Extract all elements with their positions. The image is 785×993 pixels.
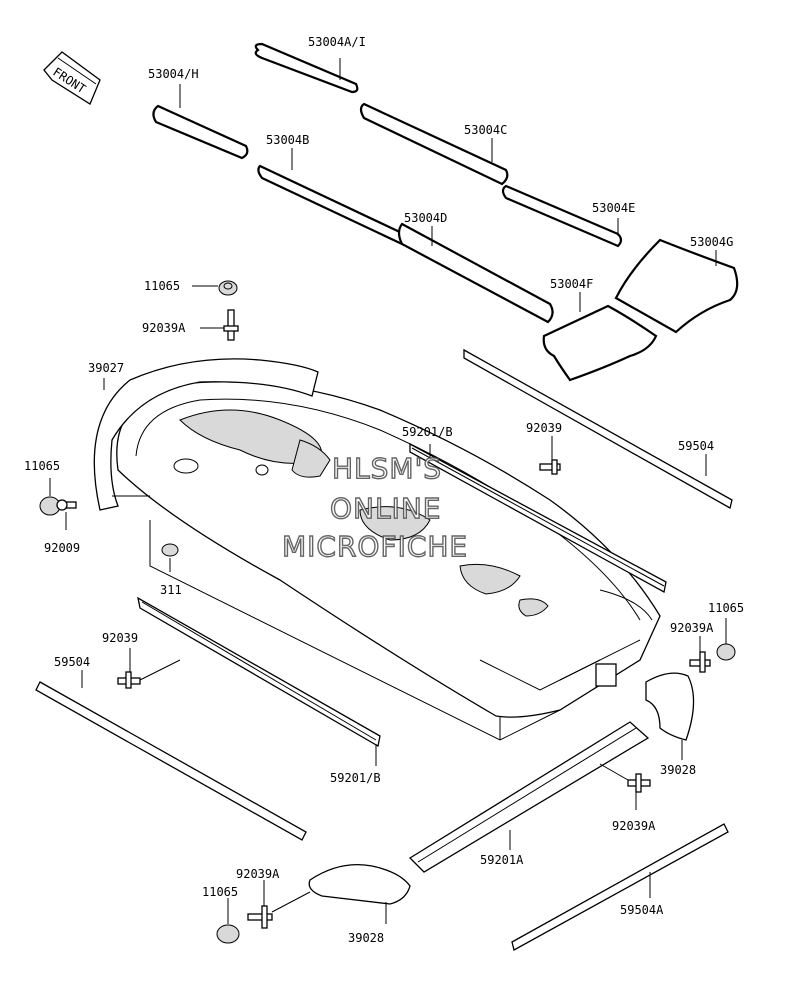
rivet-92039a-mid bbox=[599, 763, 651, 810]
label-39028-right: 39028 bbox=[660, 763, 696, 777]
label-59504a: 59504A bbox=[620, 903, 664, 917]
screw-92009 bbox=[56, 499, 77, 530]
label-59504-right: 59504 bbox=[678, 439, 714, 453]
watermark-line-3: MICROFICHE bbox=[282, 530, 468, 563]
rivet-92039a-top bbox=[200, 309, 239, 341]
label-59201b-bottom: 59201/B bbox=[330, 771, 381, 785]
label-53004e: 53004E bbox=[592, 201, 635, 215]
rivet-92039a-right bbox=[689, 636, 711, 673]
mat-53004e bbox=[501, 184, 623, 248]
watermark-line-2: ONLINE bbox=[330, 492, 441, 525]
label-92039a-top: 92039A bbox=[142, 321, 186, 335]
rivet-92039a-bottom bbox=[247, 880, 311, 929]
label-53004f: 53004F bbox=[550, 277, 593, 291]
label-59201a: 59201A bbox=[480, 853, 524, 867]
label-53004b: 53004B bbox=[266, 133, 309, 147]
label-53004h: 53004/H bbox=[148, 67, 199, 81]
label-39027: 39027 bbox=[88, 361, 124, 375]
cap-11065-bottom bbox=[216, 898, 240, 944]
label-11065-top: 11065 bbox=[144, 279, 180, 293]
hull-body bbox=[116, 381, 661, 741]
nut-311 bbox=[161, 543, 179, 572]
label-53004d: 53004D bbox=[404, 211, 447, 225]
label-92009: 92009 bbox=[44, 541, 80, 555]
mat-53004ai bbox=[254, 42, 359, 94]
label-39028-bottom: 39028 bbox=[348, 931, 384, 945]
rail-59201b-right bbox=[409, 442, 667, 593]
front-arrow-icon: FRONT bbox=[43, 51, 101, 105]
mat-53004c bbox=[359, 102, 509, 186]
rail-59201a bbox=[408, 721, 650, 873]
label-92039a-mid: 92039A bbox=[612, 819, 656, 833]
mat-53004g bbox=[614, 238, 739, 334]
watermark-line-1: HLSM'S bbox=[332, 452, 442, 485]
label-53004ai: 53004A/I bbox=[308, 35, 366, 49]
mat-53004b bbox=[257, 148, 407, 246]
watermark: HLSM'S ONLINE MICROFICHE bbox=[281, 451, 468, 563]
label-92039a-bottom: 92039A bbox=[236, 867, 280, 881]
mat-53004d bbox=[397, 222, 554, 324]
mat-53004h bbox=[152, 84, 249, 160]
label-11065-right: 11065 bbox=[708, 601, 744, 615]
cap-11065-left bbox=[39, 478, 61, 516]
bumper-39027 bbox=[93, 358, 319, 511]
label-59504-left: 59504 bbox=[54, 655, 90, 669]
label-11065-bottom: 11065 bbox=[202, 885, 238, 899]
label-92039a-right: 92039A bbox=[670, 621, 714, 635]
rail-59201b-bottom bbox=[137, 596, 381, 766]
cap-11065-right bbox=[716, 618, 736, 661]
mat-53004f bbox=[542, 292, 658, 382]
nut-11065-top bbox=[192, 280, 238, 296]
label-311: 311 bbox=[160, 583, 182, 597]
rivet-92039-left bbox=[117, 648, 181, 689]
label-11065-left: 11065 bbox=[24, 459, 60, 473]
bumper-39028-bottom bbox=[308, 863, 411, 924]
rail-59504-right bbox=[463, 348, 733, 509]
label-92039-left: 92039 bbox=[102, 631, 138, 645]
label-53004g: 53004G bbox=[690, 235, 733, 249]
rail-59504a bbox=[511, 823, 729, 951]
rivet-92039-right bbox=[539, 436, 561, 475]
bumper-39028-right bbox=[645, 672, 695, 760]
label-59201b-right: 59201/B bbox=[402, 425, 453, 439]
label-53004c: 53004C bbox=[464, 123, 507, 137]
rail-59504-left bbox=[35, 670, 307, 841]
label-92039-right: 92039 bbox=[526, 421, 562, 435]
